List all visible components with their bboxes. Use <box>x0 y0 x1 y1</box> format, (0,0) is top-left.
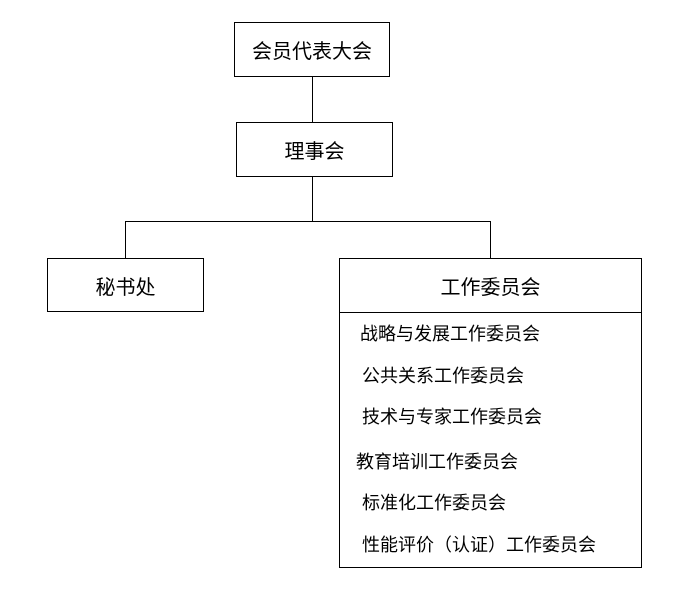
node-committees-header: 工作委员会 <box>340 259 641 313</box>
committee-item: 标准化工作委员会 <box>362 493 506 514</box>
connector-branch-secretariat <box>125 221 126 259</box>
committee-item: 公共关系工作委员会 <box>362 366 524 387</box>
node-council: 理事会 <box>236 122 393 177</box>
connector-root-council <box>312 77 313 122</box>
node-council-label: 理事会 <box>284 139 345 163</box>
node-committees-label: 工作委员会 <box>440 275 541 299</box>
connector-branch-committees <box>490 221 491 259</box>
connector-council-branch <box>312 176 313 221</box>
committee-item: 性能评价（认证）工作委员会 <box>362 535 596 556</box>
node-secretariat: 秘书处 <box>47 258 204 312</box>
node-committees: 工作委员会 战略与发展工作委员会 公共关系工作委员会 技术与专家工作委员会 教育… <box>339 258 642 568</box>
committee-item: 战略与发展工作委员会 <box>360 324 540 345</box>
connector-branch-horizontal <box>125 221 491 222</box>
committee-item: 技术与专家工作委员会 <box>362 407 542 428</box>
node-member-congress-label: 会员代表大会 <box>252 39 372 63</box>
node-member-congress: 会员代表大会 <box>234 22 390 77</box>
node-secretariat-label: 秘书处 <box>95 274 156 299</box>
committee-item: 教育培训工作委员会 <box>356 452 518 473</box>
